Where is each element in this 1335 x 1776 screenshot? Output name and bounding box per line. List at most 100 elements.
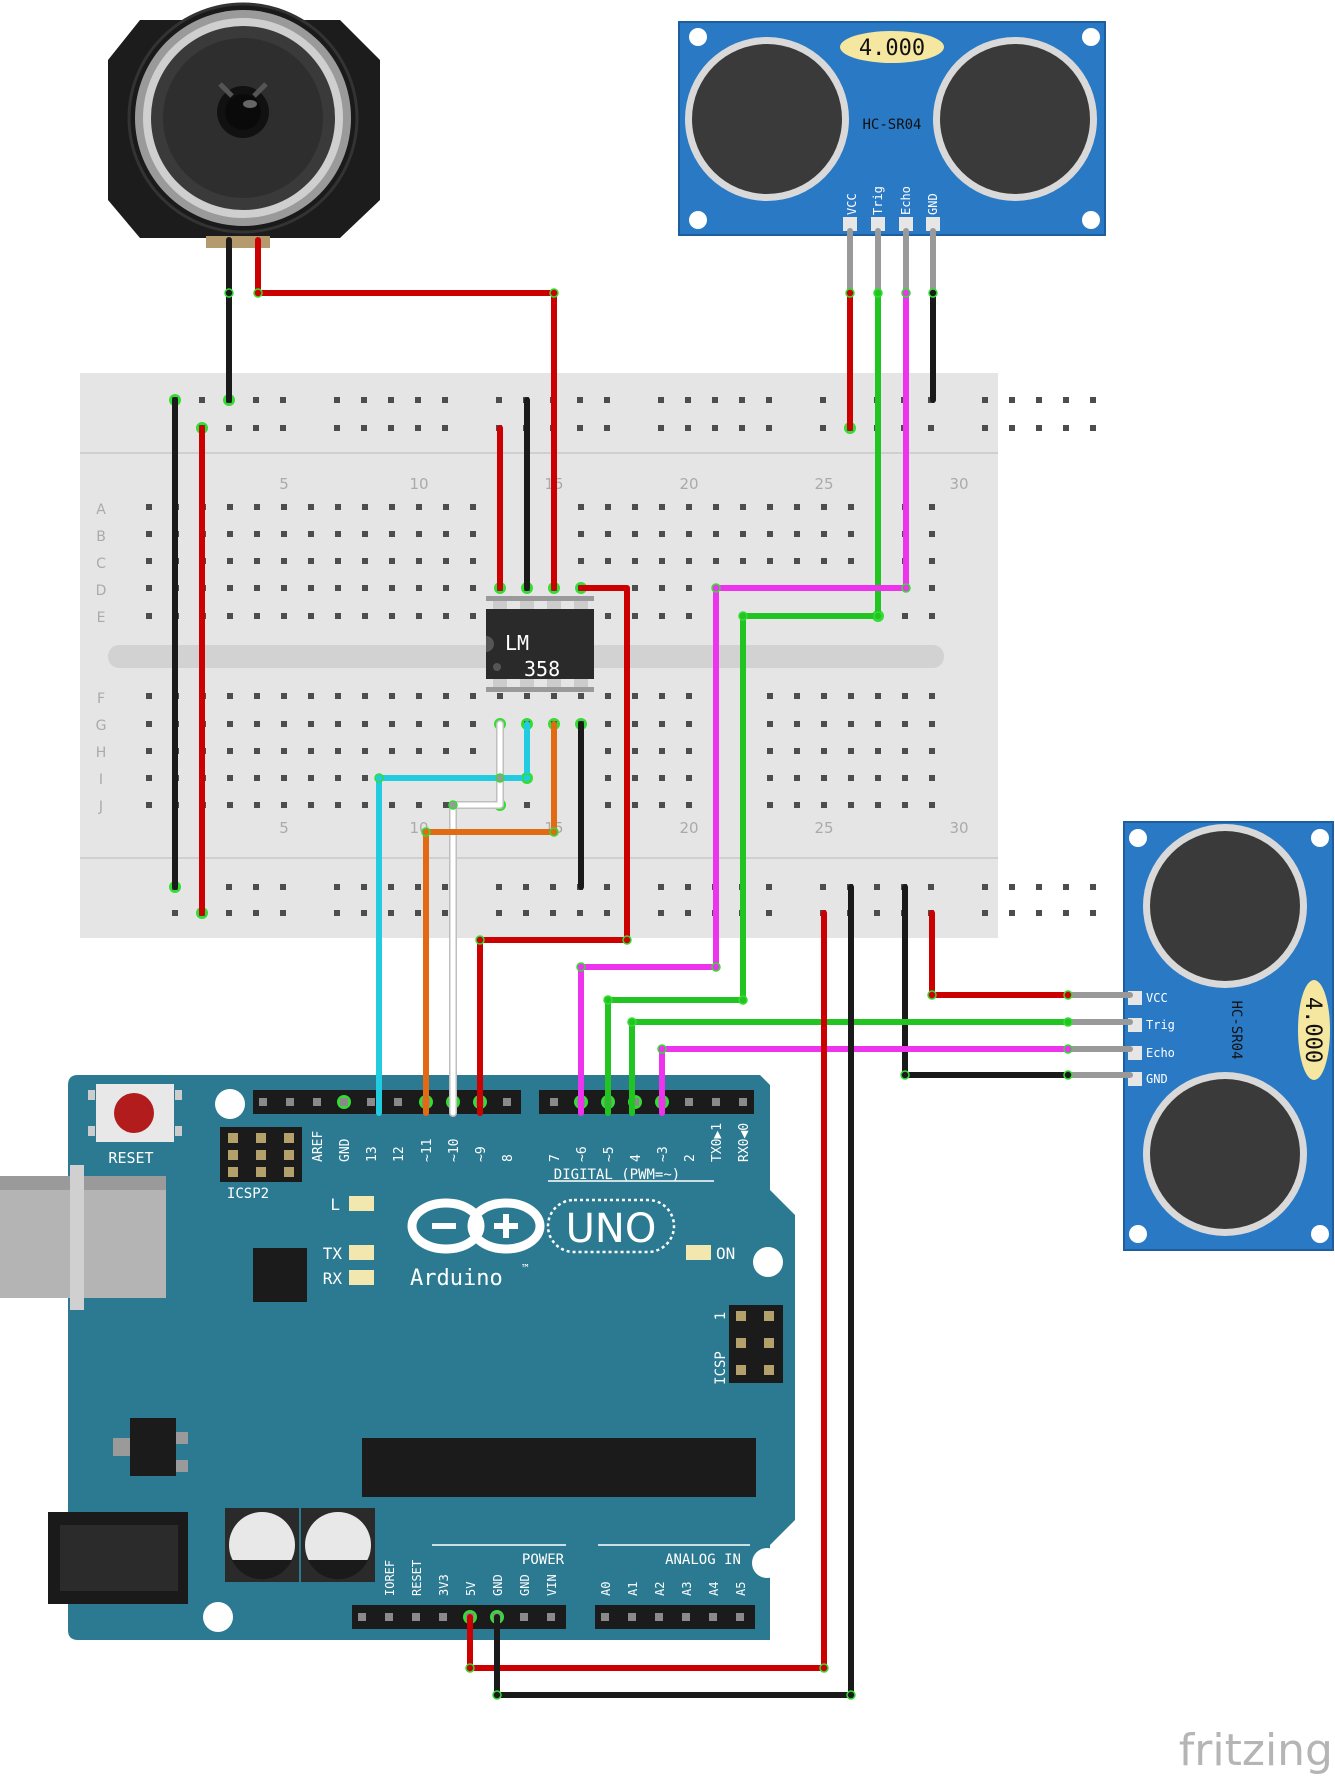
breadboard-hole <box>281 748 287 754</box>
breadboard-hole <box>1036 397 1042 403</box>
breadboard-hole <box>1063 397 1069 403</box>
breadboard-hole <box>902 775 908 781</box>
header-pin <box>547 1613 555 1621</box>
header-pin <box>358 1613 366 1621</box>
breadboard-hole <box>767 748 773 754</box>
breadboard-hole <box>470 504 476 510</box>
header-pin <box>550 1098 558 1106</box>
breadboard-hole <box>389 504 395 510</box>
wire-sensor-top-trig <box>605 290 881 1116</box>
breadboard-hole <box>1063 425 1069 431</box>
wire-end-dot <box>901 288 911 298</box>
breadboard-hole <box>443 585 449 591</box>
breadboard-hole <box>172 910 178 916</box>
breadboard-hole <box>524 693 530 699</box>
header-pin <box>286 1098 294 1106</box>
wire-end-dot <box>374 773 384 783</box>
breadboard-hole <box>308 721 314 727</box>
header-pin <box>628 1613 636 1621</box>
breadboard-hole <box>416 504 422 510</box>
breadboard-hole <box>280 397 286 403</box>
wire-end-dot <box>448 800 458 810</box>
breadboard-hole <box>416 585 422 591</box>
breadboard-hole <box>199 397 205 403</box>
sensor-top-display: 4.000 <box>859 36 925 61</box>
breadboard-hole <box>254 775 260 781</box>
sensor-top-pin-vcc: VCC <box>845 193 859 215</box>
breadboard-hole <box>226 884 232 890</box>
breadboard-hole <box>281 558 287 564</box>
breadboard-hole <box>281 802 287 808</box>
wire-end-dot <box>928 288 938 298</box>
wire-end-dot <box>465 1663 475 1673</box>
breadboard-hole <box>659 802 665 808</box>
ultrasonic-sensor-top: 4.000 HC-SR04 VCC Trig Echo GND <box>678 21 1106 236</box>
power-pin-label: GND <box>491 1574 505 1596</box>
digital-pin-label: ~11 <box>420 1139 435 1162</box>
sensor-right-display: 4.000 <box>1300 997 1325 1063</box>
breadboard-hole <box>389 558 395 564</box>
breadboard-hole <box>280 425 286 431</box>
breadboard-hole <box>848 531 854 537</box>
breadboard-hole <box>821 775 827 781</box>
breadboard-hole <box>604 425 610 431</box>
breadboard-hole <box>875 748 881 754</box>
breadboard-hole <box>712 397 718 403</box>
breadboard-hole <box>577 397 583 403</box>
breadboard-hole <box>227 531 233 537</box>
power-pin-label: GND <box>518 1574 532 1596</box>
breadboard-hole <box>686 585 692 591</box>
breadboard-hole <box>767 558 773 564</box>
wire-end-dot <box>873 288 883 298</box>
col-num-5: 5 <box>279 475 289 493</box>
breadboard-hole <box>146 775 152 781</box>
digital-pin-label: ~5 <box>602 1146 617 1162</box>
breadboard-hole <box>578 558 584 564</box>
breadboard-hole <box>821 748 827 754</box>
digital-pin-label: ~6 <box>575 1146 590 1162</box>
wire-end-dot <box>495 773 505 783</box>
breadboard-hole <box>632 693 638 699</box>
power-pin-label: RESET <box>410 1560 424 1596</box>
wire-speaker-red <box>255 237 557 591</box>
wire-end-dot <box>819 1663 829 1673</box>
breadboard-hole <box>712 425 718 431</box>
breadboard-hole <box>605 613 611 619</box>
breadboard-hole <box>605 802 611 808</box>
breadboard-hole <box>632 721 638 727</box>
breadboard-hole <box>362 613 368 619</box>
brand-label: Arduino <box>410 1266 503 1291</box>
breadboard-hole <box>686 802 692 808</box>
power-pin-label: 3V3 <box>437 1574 451 1596</box>
breadboard-hole <box>416 531 422 537</box>
sensor-top-model: HC-SR04 <box>862 117 921 133</box>
breadboard-hole <box>794 693 800 699</box>
breadboard-hole <box>254 802 260 808</box>
breadboard-hole <box>686 613 692 619</box>
breadboard-hole <box>1009 884 1015 890</box>
digital-pin-label: 7 <box>548 1154 563 1162</box>
header-pin <box>520 1613 528 1621</box>
header-pin <box>712 1098 720 1106</box>
col-num-20-bottom: 20 <box>679 819 698 837</box>
wire-end-dot <box>549 827 559 837</box>
breadboard-hole <box>496 397 502 403</box>
breadboard-hole <box>416 613 422 619</box>
breadboard-hole <box>686 775 692 781</box>
breadboard-hole <box>281 585 287 591</box>
col-num-25: 25 <box>814 475 833 493</box>
breadboard-hole <box>794 721 800 727</box>
breadboard-hole <box>146 802 152 808</box>
breadboard-hole <box>605 721 611 727</box>
breadboard-hole <box>982 884 988 890</box>
breadboard-hole <box>335 748 341 754</box>
breadboard-hole <box>658 425 664 431</box>
breadboard-hole <box>686 558 692 564</box>
breadboard-hole <box>686 693 692 699</box>
breadboard-hole <box>362 693 368 699</box>
wire-5v-red <box>467 910 827 1671</box>
breadboard-hole <box>929 721 935 727</box>
breadboard-hole <box>739 397 745 403</box>
breadboard-hole <box>470 585 476 591</box>
breadboard-hole <box>1090 884 1096 890</box>
